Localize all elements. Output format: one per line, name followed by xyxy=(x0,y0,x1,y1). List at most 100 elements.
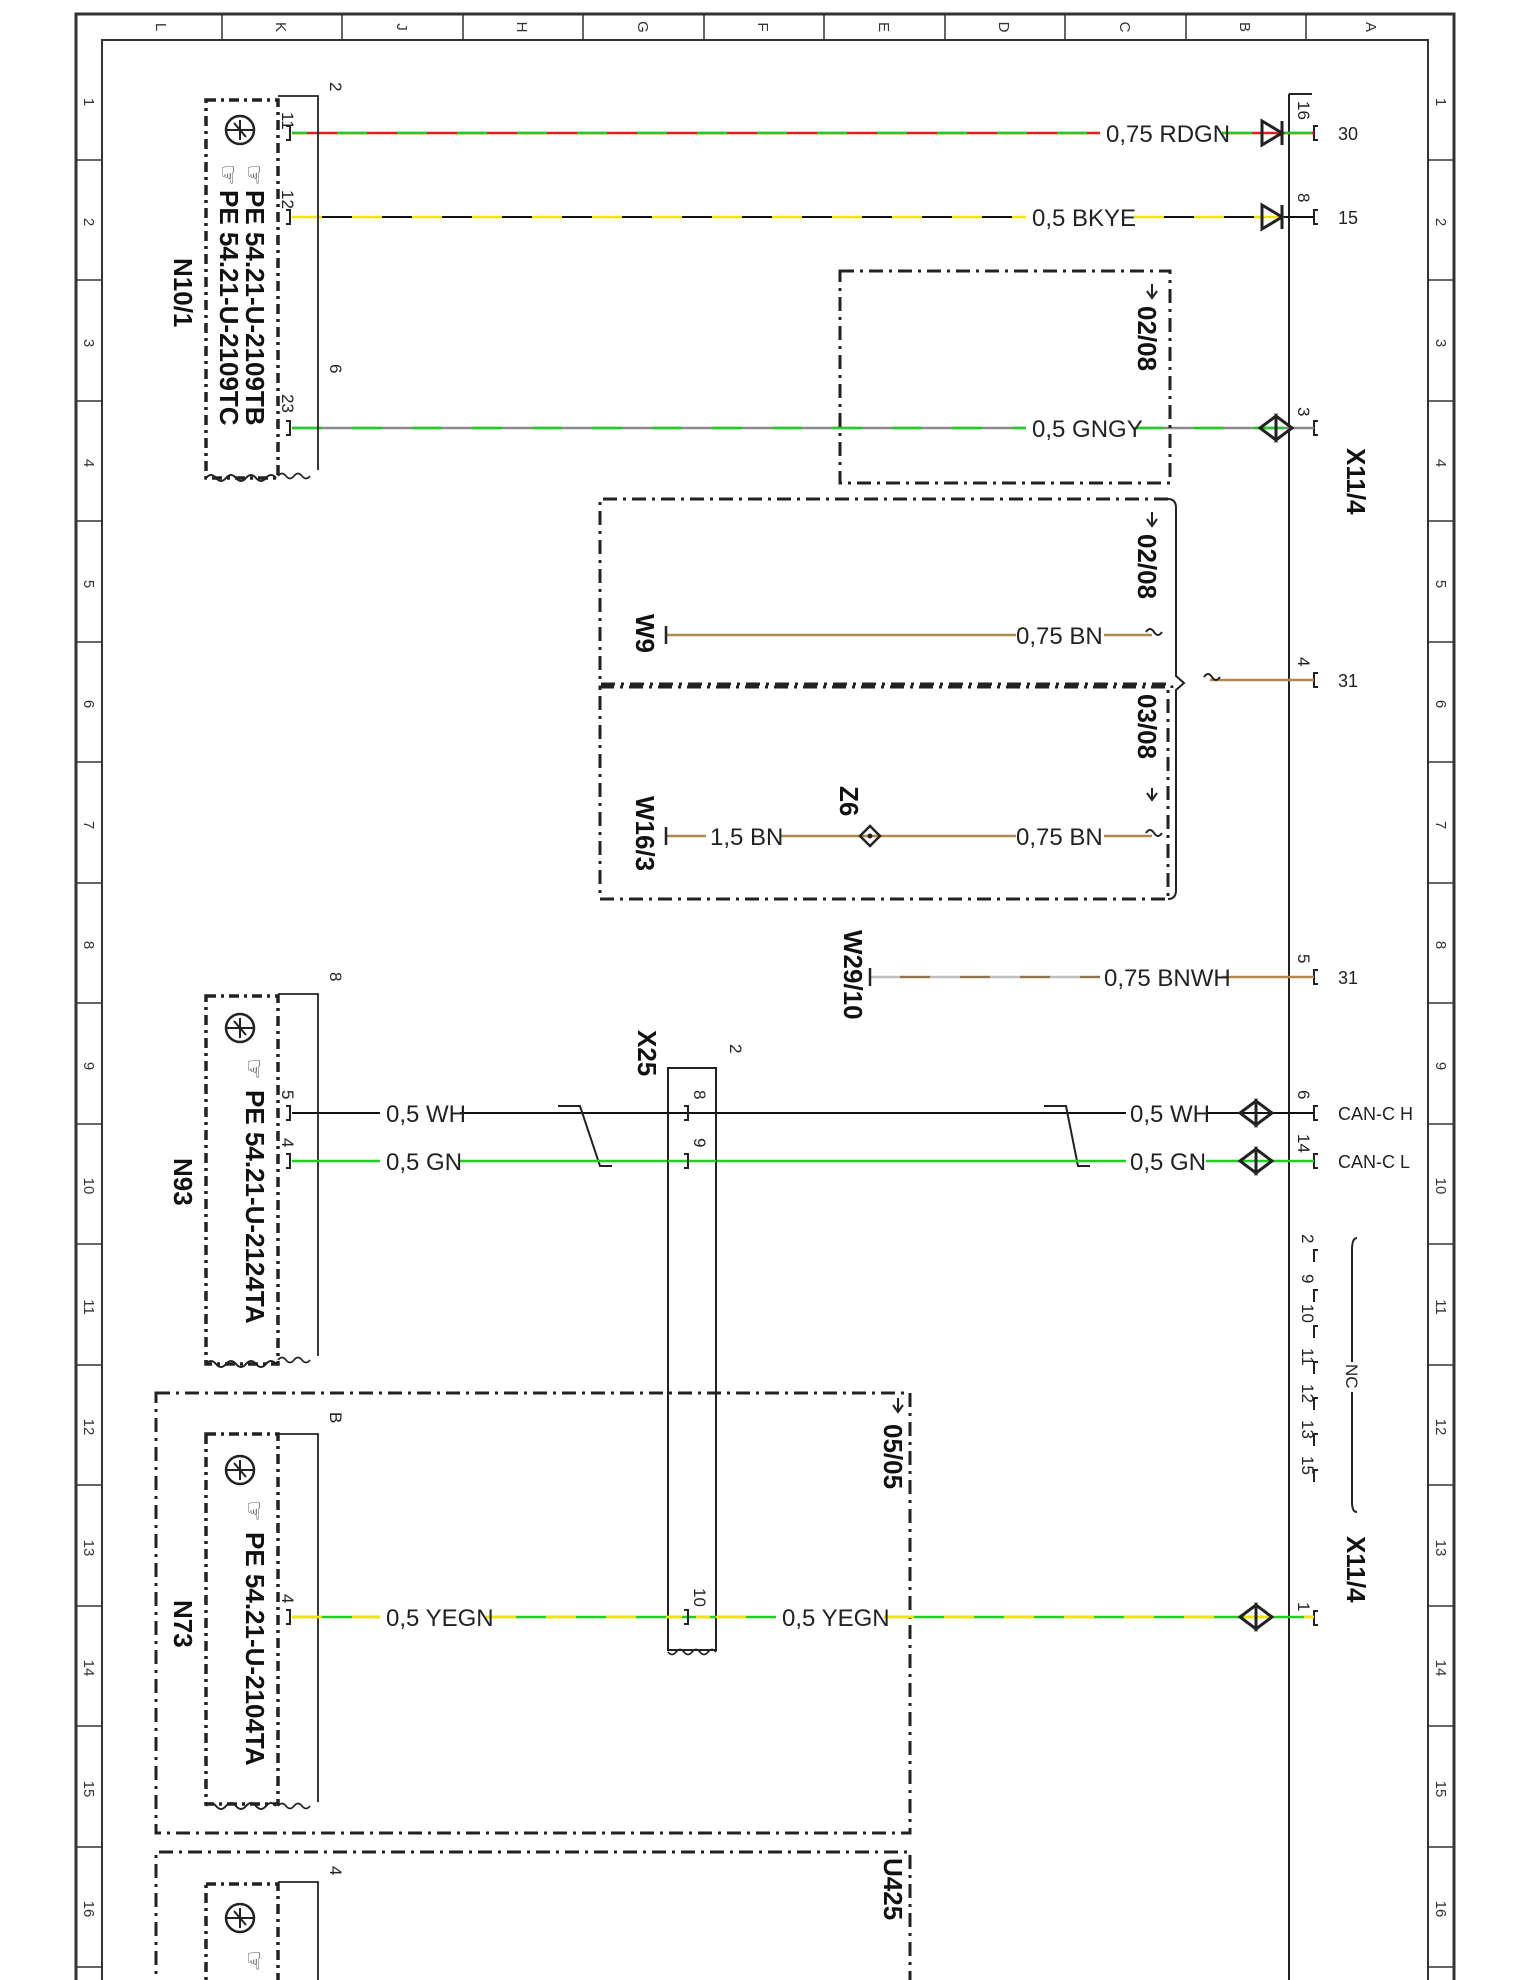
row-label: 5 xyxy=(1432,580,1449,588)
col-label: C xyxy=(1116,22,1133,33)
wire-yegn: 0,5 YEGN 0,5 YEGN xyxy=(292,1602,1314,1632)
row-label: 8 xyxy=(80,941,97,949)
pin-number: 10 xyxy=(1298,1304,1317,1323)
reference-label: 02/08 xyxy=(1132,534,1162,599)
col-label: F xyxy=(754,22,771,31)
col-label: G xyxy=(634,21,651,33)
connector-number: B xyxy=(326,1412,345,1423)
connector-x25: 8 9 10 X25 2 xyxy=(632,1030,745,1656)
wire-can-gn: 0,5 GN 0,5 GN xyxy=(292,1146,1314,1176)
row-label: 10 xyxy=(80,1178,97,1195)
module-code: PE 54.21-U-2109TC xyxy=(214,190,244,426)
col-label: A xyxy=(1362,22,1379,32)
document-icon: ☞ xyxy=(214,164,241,186)
connector-label: X25 xyxy=(632,1030,662,1076)
connector-number: 2 xyxy=(326,82,345,91)
document-icon: ☞ xyxy=(240,1058,267,1080)
row-label: 15 xyxy=(80,1781,97,1798)
module-name: N93 xyxy=(168,1158,198,1206)
module-name: N10/1 xyxy=(168,258,198,327)
row-label: 10 xyxy=(1432,1178,1449,1195)
pin-number: 15 xyxy=(1298,1456,1317,1475)
module-name: U425 xyxy=(878,1858,908,1920)
row-label: 1 xyxy=(80,98,97,106)
reference-label: 02/08 xyxy=(1132,306,1162,371)
wire-label: 0,75 BNWH xyxy=(1104,965,1231,992)
row-label: 16 xyxy=(80,1901,97,1918)
splice-label: Z6 xyxy=(834,786,864,816)
row-label: 9 xyxy=(80,1062,97,1070)
wire-label: 0,5 WH xyxy=(386,1101,466,1128)
row-label: 14 xyxy=(1432,1660,1449,1677)
reference-label: 05/05 xyxy=(878,1424,908,1489)
signal-15: 15 xyxy=(1338,208,1358,228)
row-label: 13 xyxy=(1432,1540,1449,1557)
row-label: 12 xyxy=(80,1419,97,1436)
signal-can-h: CAN-C H xyxy=(1338,1104,1413,1124)
signal-30: 30 xyxy=(1338,124,1358,144)
wire-label: 0,75 BN xyxy=(1016,824,1103,851)
pin-number: 1 xyxy=(1294,1602,1313,1611)
connector-number: 4 xyxy=(326,1866,345,1875)
pin-number: 16 xyxy=(1294,101,1313,120)
row-label: 11 xyxy=(80,1299,97,1315)
module-u425: U425 4 ☞ xyxy=(154,1850,912,1980)
row-label: 1 xyxy=(1432,98,1449,106)
connector-x11-4: X11/4 X11/4 xyxy=(1288,93,1371,1980)
wire-label: 0,5 YEGN xyxy=(782,1605,890,1632)
row-label: 16 xyxy=(1432,1901,1449,1918)
ground-label: W29/10 xyxy=(838,930,868,1020)
pin-number: 13 xyxy=(1298,1420,1317,1439)
wire-label: 0,5 YEGN xyxy=(386,1605,494,1632)
row-label: 8 xyxy=(1432,941,1449,949)
document-icon: ☞ xyxy=(240,164,267,186)
wire-label: 1,5 BN xyxy=(710,824,783,851)
module-code: PE 54.21-U-2109TB xyxy=(240,190,270,426)
pin-number: 3 xyxy=(1294,407,1313,416)
module-n10-1: 2 6 11 12 23 ☞ ☞ PE 54.21-U-2109TB PE 54… xyxy=(168,82,345,482)
pin-number: 9 xyxy=(1298,1274,1317,1283)
wire-bnwh: 0,75 BNWH W29/10 xyxy=(838,930,1314,1020)
row-label: 4 xyxy=(1432,459,1449,467)
row-label: 7 xyxy=(80,821,97,829)
pin-number: 4 xyxy=(1294,657,1313,666)
module-n93: 8 5 4 ☞ PE 54.21-U-2124TA N93 xyxy=(168,972,345,1368)
pin-number: 9 xyxy=(690,1138,709,1147)
pin-number: 6 xyxy=(1294,1090,1313,1099)
reference-box: 02/08 xyxy=(838,269,1172,485)
connector-label: X11/4 xyxy=(1341,448,1371,515)
col-label: L xyxy=(152,23,169,31)
pin-number: 11 xyxy=(278,112,297,130)
row-label: 12 xyxy=(1432,1419,1449,1436)
wire-label: 0,5 WH xyxy=(1130,1101,1210,1128)
col-label: B xyxy=(1236,22,1253,32)
col-label: D xyxy=(995,22,1012,33)
module-code: PE 54.21-U-2104TA xyxy=(240,1532,270,1766)
row-label: 2 xyxy=(1432,218,1449,226)
pin-number: 8 xyxy=(690,1090,709,1099)
wire-rdgn: 0,75 RDGN xyxy=(292,118,1314,148)
wire-label: 0,5 GNGY xyxy=(1032,416,1143,443)
row-label: 3 xyxy=(1432,339,1449,347)
frame: L K J H G F E D C B A 1 1 2 2 3 3 4 4 5 … xyxy=(74,12,1456,1980)
ground-label: W16/3 xyxy=(630,796,660,871)
wire-gngy: 0,5 GNGY xyxy=(292,413,1314,443)
row-label: 7 xyxy=(1432,821,1449,829)
connector-number: 6 xyxy=(326,364,345,373)
module-code: PE 54.21-U-2124TA xyxy=(240,1090,270,1324)
row-label: 4 xyxy=(80,459,97,467)
wire-label: 0,5 BKYE xyxy=(1032,205,1136,232)
pin-number: 4 xyxy=(278,1138,297,1147)
reference-label: 03/08 xyxy=(1132,694,1162,759)
row-label: 5 xyxy=(80,580,97,588)
row-label: 14 xyxy=(80,1660,97,1677)
pin-number: 12 xyxy=(278,190,297,209)
ground-label: W9 xyxy=(630,614,660,653)
wire-label: 0,75 RDGN xyxy=(1106,121,1230,148)
row-label: 13 xyxy=(80,1540,97,1557)
row-label: 9 xyxy=(1432,1062,1449,1070)
pin-number: 5 xyxy=(1294,954,1313,963)
col-label: J xyxy=(393,23,410,31)
nc-pin-group: 2 9 10 11 12 13 15 NC xyxy=(1298,1234,1361,1513)
